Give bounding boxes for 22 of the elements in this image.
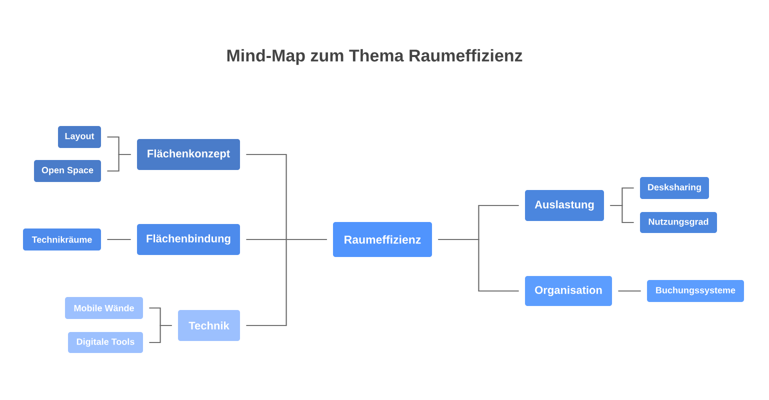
central-topic-box: Raumeffizienz	[333, 222, 432, 257]
subtopic-box: Layout	[58, 126, 101, 148]
connector-line	[107, 154, 131, 172]
subtopic-box: Buchungssysteme	[647, 280, 744, 302]
subtopic-box: Open Space	[34, 160, 101, 182]
connector-line	[438, 238, 519, 292]
connector-line	[618, 290, 641, 292]
topic-box: Flächenkonzept	[137, 139, 240, 170]
connector-line	[107, 238, 131, 240]
topic-box: Flächenbindung	[137, 224, 240, 255]
subtopic-box: Nutzungsgrad	[640, 212, 717, 233]
topic-box: Auslastung	[525, 190, 604, 221]
connector-line	[610, 204, 634, 224]
subtopic-box: Digitale Tools	[68, 332, 143, 353]
topic-box: Technik	[178, 310, 240, 341]
connector-line	[246, 238, 327, 326]
topic-box: Organisation	[525, 276, 612, 306]
connector-line	[149, 324, 172, 344]
subtopic-box: Desksharing	[640, 177, 709, 199]
title: Mind-Map zum Thema Raumeffizienz	[227, 49, 522, 65]
subtopic-box: Technikräume	[23, 228, 101, 250]
subtopic-box: Mobile Wände	[65, 297, 143, 319]
